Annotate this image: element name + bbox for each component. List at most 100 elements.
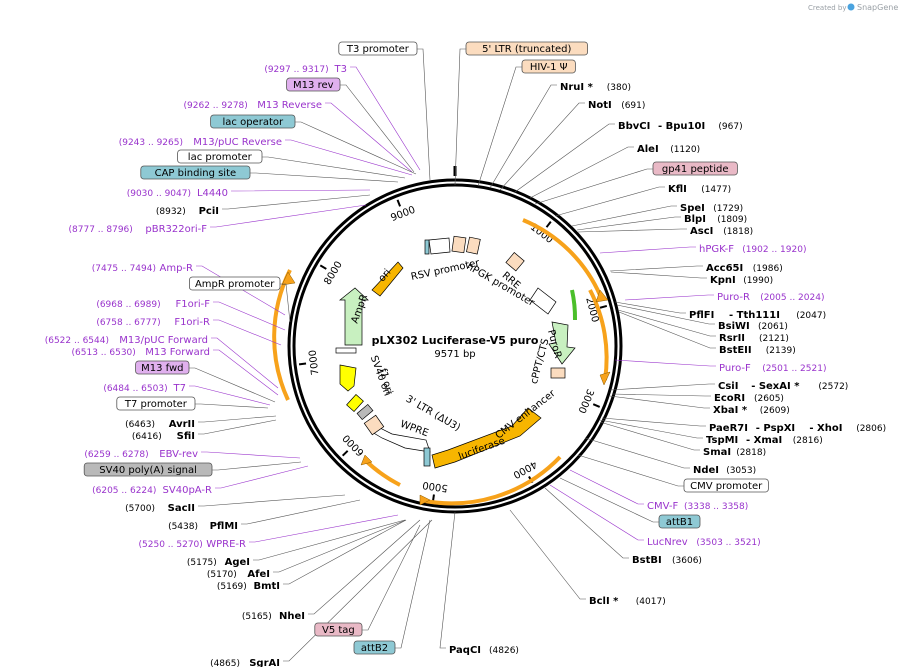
site-position: (6205 .. 6224) bbox=[92, 486, 156, 496]
orf-arrowheads bbox=[281, 271, 611, 506]
left-label-pflmi: (5438)PflMI bbox=[168, 521, 238, 532]
label-cmv-enhancer: CMV enhancer bbox=[494, 388, 559, 442]
leader-line bbox=[212, 461, 302, 471]
site-position: (6968 .. 6989) bbox=[96, 300, 160, 310]
leader-line bbox=[295, 121, 417, 175]
site-position: (5438) bbox=[168, 522, 198, 532]
left-label-m13-reverse: (9262 .. 9278)M13 Reverse bbox=[184, 100, 322, 111]
feature-label: CMV promoter bbox=[690, 481, 763, 492]
site-position: (2609) bbox=[760, 406, 790, 416]
left-label-lac-operator: lac operator bbox=[210, 114, 296, 129]
site-name: L4440 bbox=[197, 188, 228, 199]
right-label-noti: NotI(691) bbox=[588, 100, 645, 111]
left-label-attb2: attB2 bbox=[353, 640, 396, 655]
leader-line bbox=[534, 168, 653, 205]
site-position: (1986) bbox=[753, 264, 783, 274]
site-position: (2061) bbox=[758, 322, 788, 332]
leader-line bbox=[195, 403, 269, 409]
leader-line bbox=[210, 204, 367, 228]
site-name: NdeI bbox=[693, 465, 719, 476]
leader-line bbox=[417, 48, 431, 181]
site-name: Puro-F bbox=[719, 363, 751, 374]
site-position: (2806) bbox=[856, 424, 886, 434]
leader-line bbox=[231, 189, 371, 192]
leader-line bbox=[601, 417, 706, 427]
leader-line bbox=[549, 484, 644, 541]
leader-line bbox=[196, 265, 286, 316]
feature-box bbox=[188, 276, 281, 291]
site-name: PciI bbox=[199, 206, 219, 217]
site-name: T3 bbox=[334, 64, 347, 75]
feature-box bbox=[338, 41, 418, 56]
site-position: (5250 .. 5270) bbox=[139, 540, 203, 550]
site-name: NruI * bbox=[560, 82, 594, 93]
right-label-hiv-1: HIV-1 Ψ bbox=[521, 59, 576, 74]
site-position: (2572) bbox=[818, 382, 848, 392]
right-label-ndei: NdeI (3053) bbox=[693, 465, 756, 476]
site-name: BbvCI bbox=[618, 121, 650, 132]
feature-label: lac promoter bbox=[188, 152, 253, 163]
snapgene-logo: SnapGene bbox=[847, 3, 898, 12]
leader-lines bbox=[189, 48, 716, 662]
left-label-t7: (6484 .. 6503)T7 bbox=[103, 383, 186, 394]
feature-label: T3 promoter bbox=[346, 44, 410, 55]
site-name: SV40pA-R bbox=[163, 485, 212, 496]
tick-label-9000: 9000 bbox=[389, 205, 417, 225]
site-name: TspMI bbox=[706, 435, 738, 446]
left-label-v5-tag: V5 tag bbox=[314, 622, 363, 637]
site-name: AgeI bbox=[225, 557, 250, 568]
site-name: NheI bbox=[279, 611, 305, 622]
tick-label-5000: 5000 bbox=[422, 479, 449, 493]
site-name: PaqCI bbox=[449, 645, 481, 656]
left-label-wpre-r: (5250 .. 5270)WPRE-R bbox=[139, 539, 247, 550]
site-position: (3053) bbox=[726, 466, 756, 476]
left-label-m13-puc-reverse: (9243 .. 9265)M13/pUC Reverse bbox=[119, 137, 282, 148]
right-label-5-ltr-truncated: 5' LTR (truncated) bbox=[465, 41, 588, 56]
feature-box bbox=[116, 396, 196, 411]
left-label-cap-binding-site: CAP binding site bbox=[140, 165, 251, 180]
feature-box bbox=[135, 360, 190, 375]
leader-line bbox=[584, 437, 690, 469]
inner-features bbox=[335, 235, 576, 469]
leader-line bbox=[609, 395, 710, 409]
site-position: (6522 .. 6544) bbox=[45, 336, 109, 346]
site-position: (1120) bbox=[670, 145, 700, 155]
right-label-bsiwi: BsiWI(2061) bbox=[718, 321, 788, 332]
site-name: M13/pUC Forward bbox=[119, 335, 208, 346]
feature-box bbox=[465, 41, 588, 56]
left-label-f1ori-f: (6968 .. 6989) F1ori-F bbox=[96, 299, 210, 310]
left-label-m13-forward: (6513 .. 6530)M13 Forward bbox=[72, 347, 210, 358]
left-label-lac-promoter: lac promoter bbox=[177, 149, 263, 164]
site-position: (2818) bbox=[736, 448, 766, 458]
leader-line bbox=[395, 519, 431, 649]
leader-line bbox=[189, 367, 276, 403]
right-label-puro-r: Puro-R(2005 .. 2024) bbox=[717, 292, 824, 303]
feature-box bbox=[353, 640, 396, 655]
feature-box bbox=[286, 77, 341, 92]
feature-box bbox=[210, 114, 296, 129]
right-label-paer7i: PaeR7I- PspXI- XhoI(2806) bbox=[709, 423, 886, 434]
left-label-t7-promoter: T7 promoter bbox=[116, 396, 196, 411]
leader-line bbox=[201, 451, 301, 459]
site-position: (5169) bbox=[217, 582, 247, 592]
site-position: (2139) bbox=[766, 346, 796, 356]
site-name-alt: - XhoI bbox=[809, 423, 842, 434]
site-name: XbaI * bbox=[713, 405, 748, 416]
feature-box bbox=[658, 514, 701, 529]
feature-box bbox=[521, 59, 576, 74]
site-name: T7 bbox=[173, 383, 186, 394]
site-name-alt: - Bpu10I bbox=[658, 121, 705, 132]
leader-line bbox=[609, 383, 715, 391]
right-label-lucnrev: LucNrev(3503 .. 3521) bbox=[647, 537, 761, 548]
site-name: BlpI bbox=[684, 214, 706, 225]
right-label-acc65i: Acc65I(1986) bbox=[706, 263, 783, 274]
site-name: SpeI bbox=[680, 203, 705, 214]
site-position: (6513 .. 6530) bbox=[72, 348, 136, 358]
right-label-rsrii: RsrII(2121) bbox=[719, 333, 789, 344]
tick-label-3000: 3000 bbox=[575, 387, 595, 415]
feature-label: T7 promoter bbox=[124, 399, 188, 410]
leader-line bbox=[514, 123, 615, 193]
leader-line bbox=[577, 454, 684, 487]
site-name: F1ori-F bbox=[176, 299, 211, 310]
left-label-f1ori-r: (6758 .. 6777)F1ori-R bbox=[96, 317, 210, 328]
